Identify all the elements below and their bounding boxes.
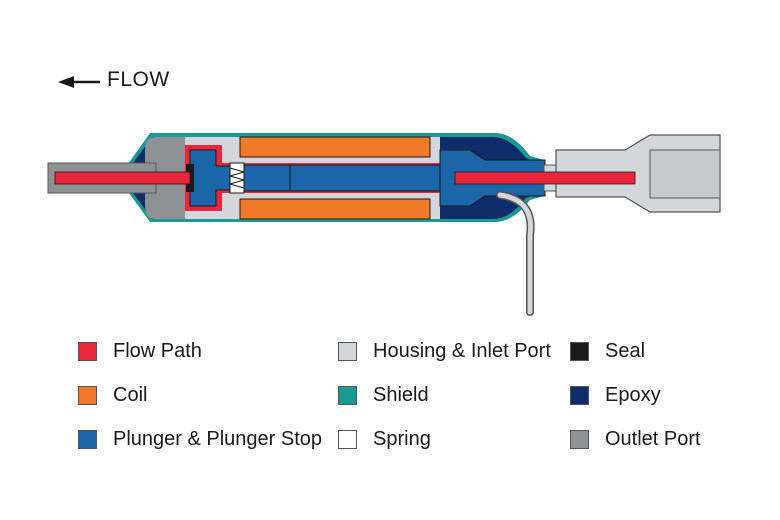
flow-arrow-icon [58,76,100,88]
flow-path-inlet [454,171,636,185]
flow-label: FLOW [107,68,170,91]
plunger [243,164,441,192]
coil-upper [239,136,431,158]
flow-path-outlet [54,171,191,185]
coil-lower [239,198,431,220]
